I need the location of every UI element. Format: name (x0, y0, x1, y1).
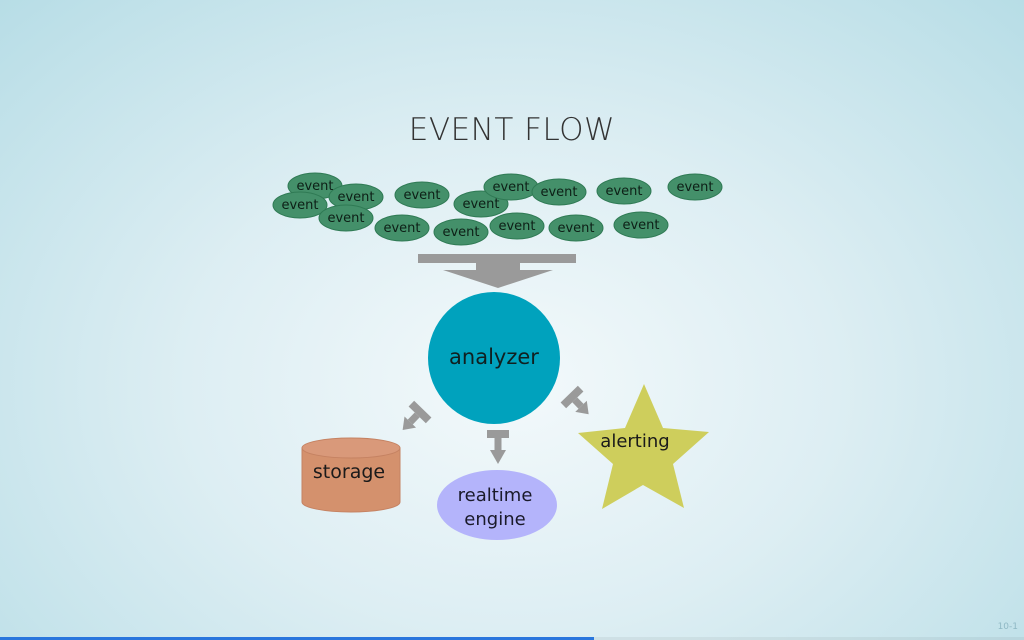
event-bubble: event (483, 173, 539, 201)
event-label: event (492, 180, 529, 195)
event-bubble: event (613, 211, 669, 239)
event-bubble: event (548, 214, 604, 242)
event-label: event (462, 197, 499, 212)
realtime-label-line1: realtime (458, 485, 533, 506)
page-number: 10-1 (997, 622, 1018, 632)
progress-bar (0, 637, 1024, 640)
event-label: event (337, 190, 374, 205)
event-label: event (622, 218, 659, 233)
event-bubble: event (374, 214, 430, 242)
event-bubble: event (531, 178, 587, 206)
event-label: event (605, 184, 642, 199)
event-bubble: event (272, 191, 328, 219)
event-bubble: event (433, 218, 489, 246)
event-bubble: event (394, 181, 450, 209)
star-shape (578, 384, 709, 509)
alerting-node: alerting (578, 384, 709, 509)
event-label: event (327, 211, 364, 226)
realtime-engine-node: realtime engine (437, 470, 557, 540)
event-label: event (281, 198, 318, 213)
event-label: event (498, 219, 535, 234)
slide-title: EVENT FLOW (408, 112, 616, 148)
event-label: event (540, 185, 577, 200)
arrow-to-storage (402, 400, 432, 430)
arrow-to-alerting (560, 385, 589, 415)
event-bubble: event (489, 212, 545, 240)
inflow-arrow (418, 254, 576, 288)
event-label: event (403, 188, 440, 203)
event-bubble: event (596, 177, 652, 205)
event-bubble: event (318, 204, 374, 232)
event-label: event (383, 221, 420, 236)
event-label: event (442, 225, 479, 240)
arrow-to-realtime (487, 430, 509, 464)
event-bubble: event (667, 173, 723, 201)
realtime-label-line2: engine (464, 509, 525, 530)
event-label: event (676, 180, 713, 195)
event-label: event (296, 179, 333, 194)
event-label: event (557, 221, 594, 236)
analyzer-node: analyzer (428, 292, 560, 424)
event-cluster: event event event event event event event event… (272, 172, 723, 246)
alerting-label: alerting (600, 431, 669, 452)
storage-node: storage (301, 437, 401, 513)
analyzer-label: analyzer (449, 345, 539, 369)
progress-fill (0, 637, 594, 640)
storage-label: storage (313, 461, 385, 483)
